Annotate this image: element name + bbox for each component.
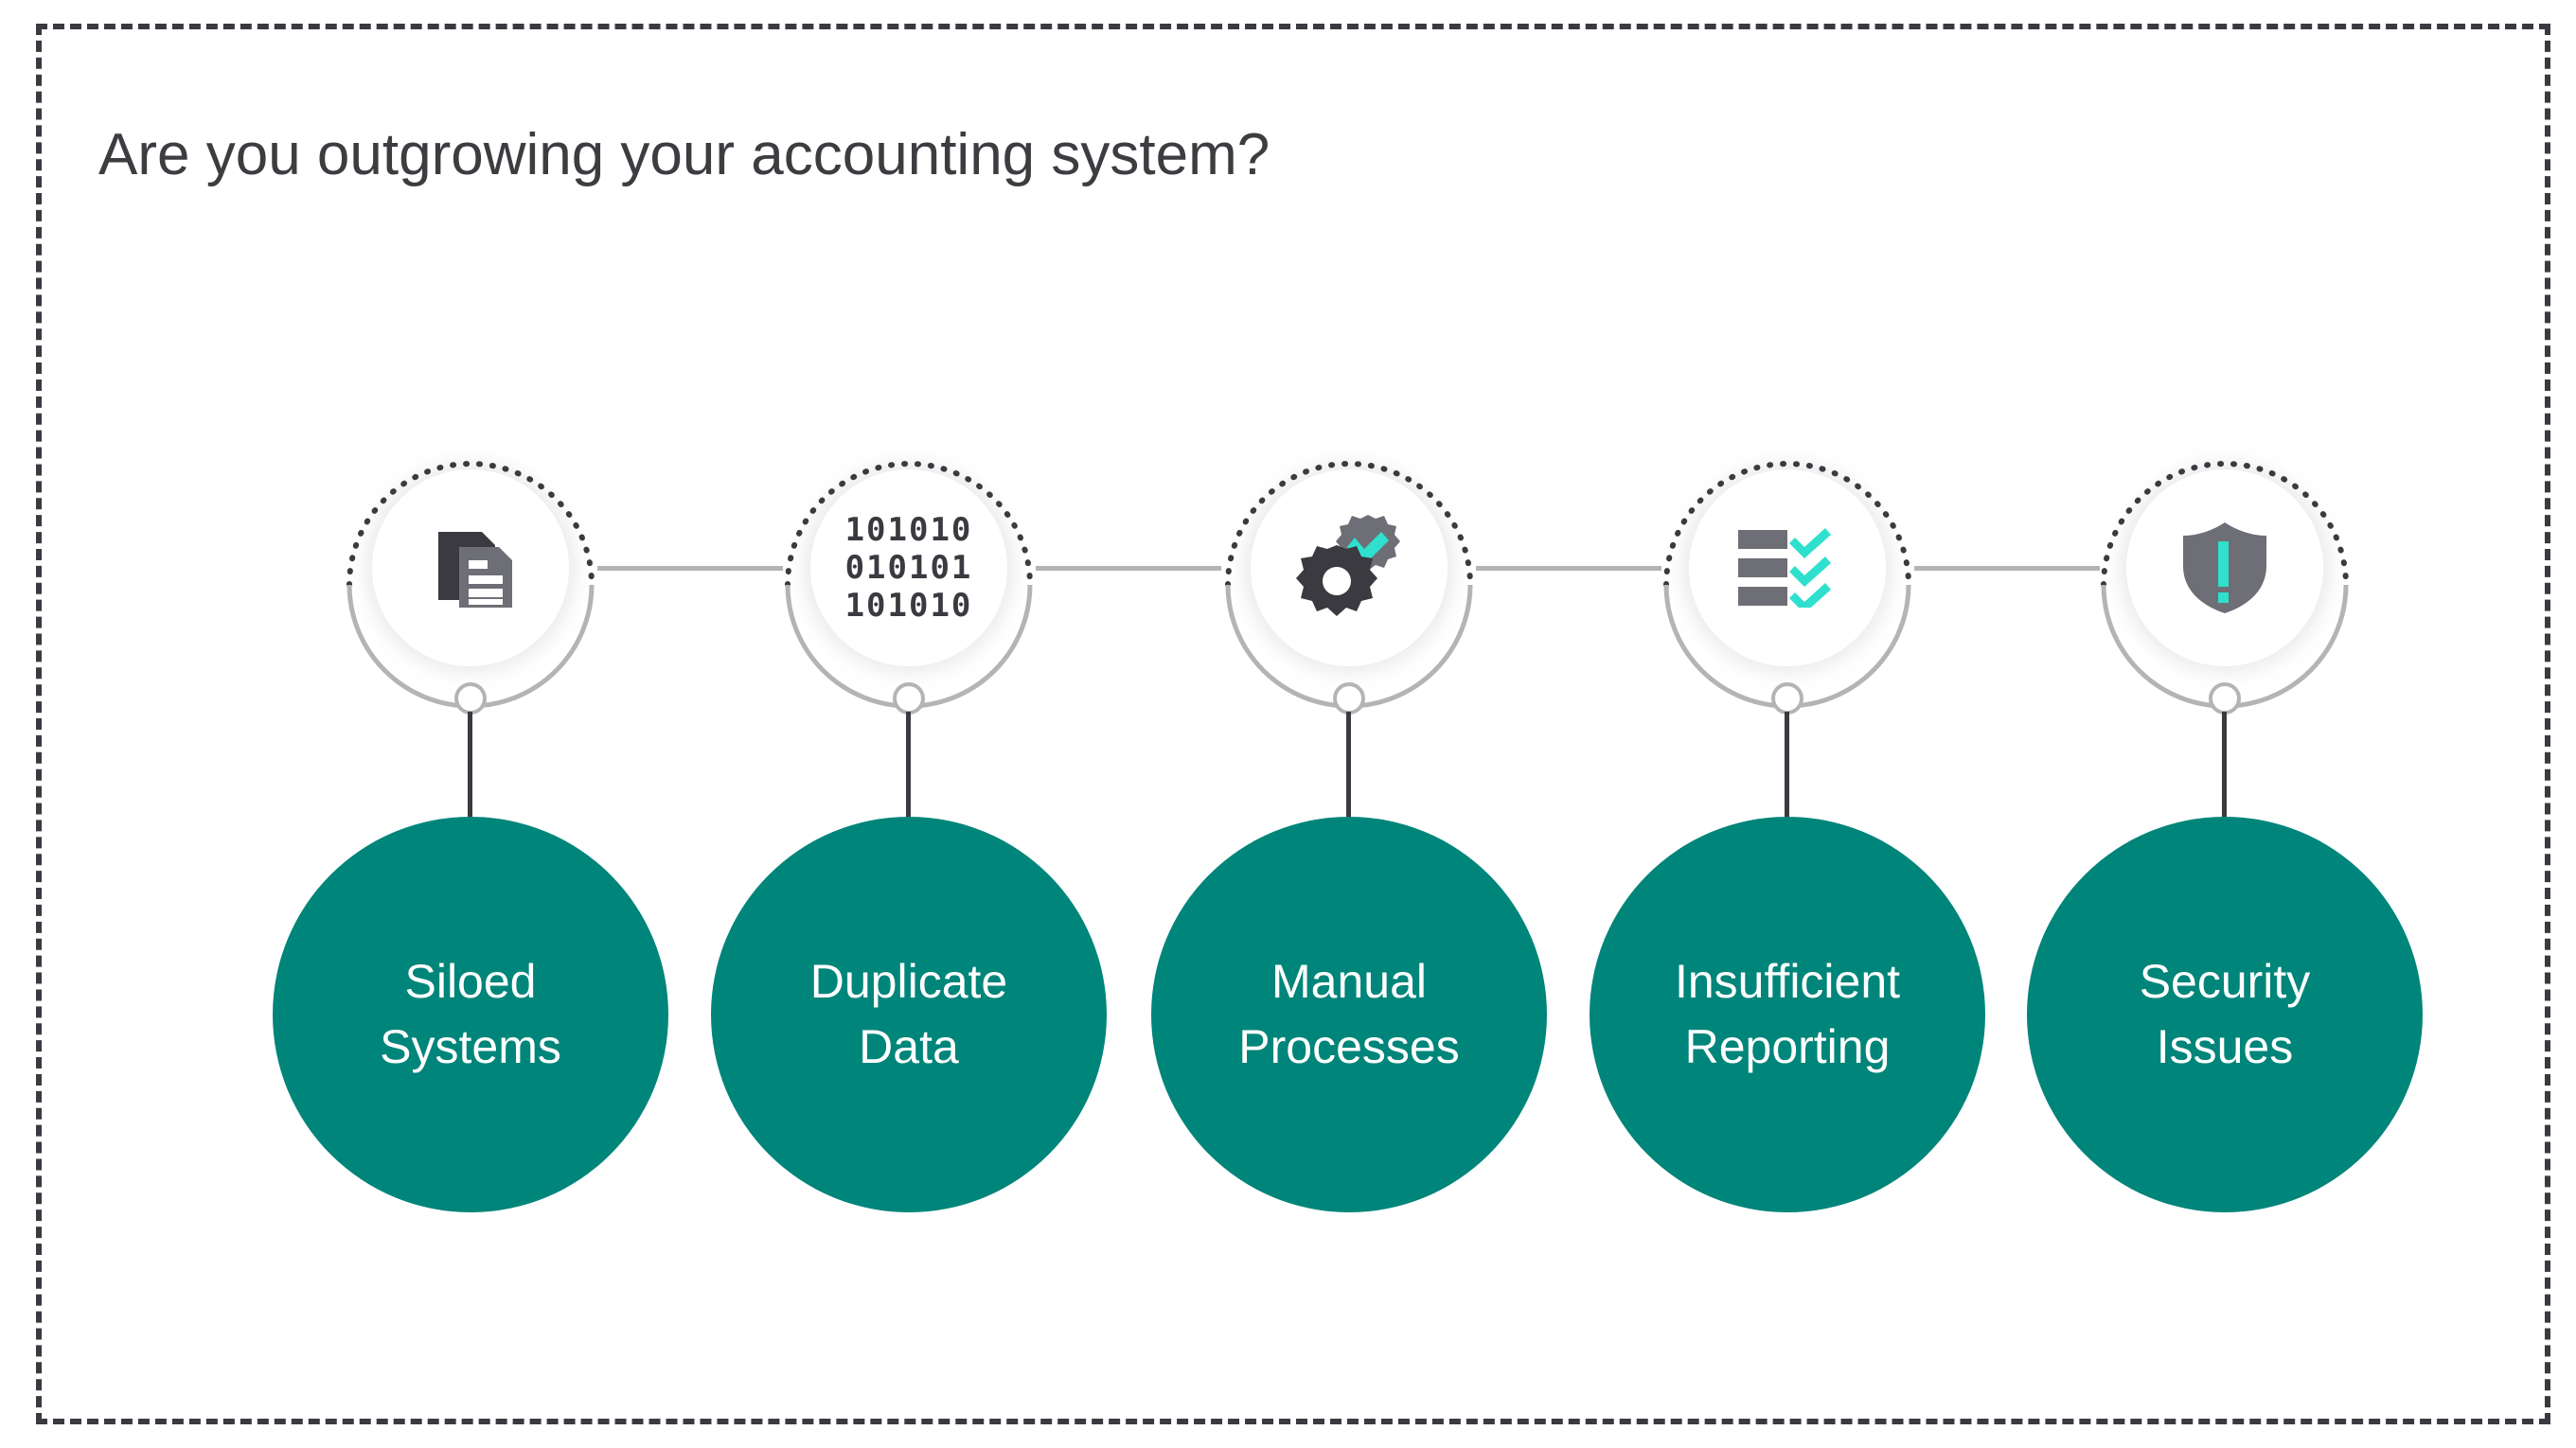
gears-check-icon [1251,469,1448,666]
checklist-icon [1689,469,1886,666]
connector-rail-2 [1036,566,1221,571]
documents-copy-icon [372,469,569,666]
connector-rail-3 [1476,566,1661,571]
bubble-label: Insufficient Reporting [1674,955,1901,1073]
bubble-security-issues[interactable]: Security Issues [2027,817,2423,1212]
page-title: Are you outgrowing your accounting syste… [98,122,1270,187]
icon-ring-insufficient-reporting [1661,441,1914,709]
bubble-manual-processes[interactable]: Manual Processes [1151,817,1547,1212]
connector-rail-4 [1914,566,2100,571]
ring-knob [2209,682,2241,715]
bubble-label: Security Issues [2139,955,2311,1073]
shield-alert-icon [2126,469,2323,666]
slide-dashed-frame [36,24,2550,1424]
node-stem [2222,712,2227,823]
connector-rail-1 [597,566,783,571]
bubble-siloed-systems[interactable]: Siloed Systems [273,817,668,1212]
icon-ring-siloed-systems [344,441,597,709]
ring-knob [454,682,487,715]
icon-ring-manual-processes [1222,441,1476,709]
icon-ring-security-issues [2098,441,2352,709]
icon-ring-duplicate-data: 101010 010101 101010 [782,441,1036,709]
bubble-insufficient-reporting[interactable]: Insufficient Reporting [1590,817,1985,1212]
ring-knob [893,682,925,715]
node-stem [1346,712,1351,823]
ring-knob [1333,682,1365,715]
ring-knob [1771,682,1803,715]
binary-data-icon: 101010 010101 101010 [810,469,1007,666]
bubble-duplicate-data[interactable]: Duplicate Data [711,817,1107,1212]
bubble-label: Siloed Systems [380,955,561,1073]
binary-rows: 101010 010101 101010 [844,510,973,626]
ring-disc [810,469,1007,666]
bubble-label: Duplicate Data [809,955,1008,1073]
bubble-label: Manual Processes [1238,955,1460,1073]
node-stem [906,712,911,823]
node-stem [1785,712,1789,823]
node-stem [468,712,472,823]
